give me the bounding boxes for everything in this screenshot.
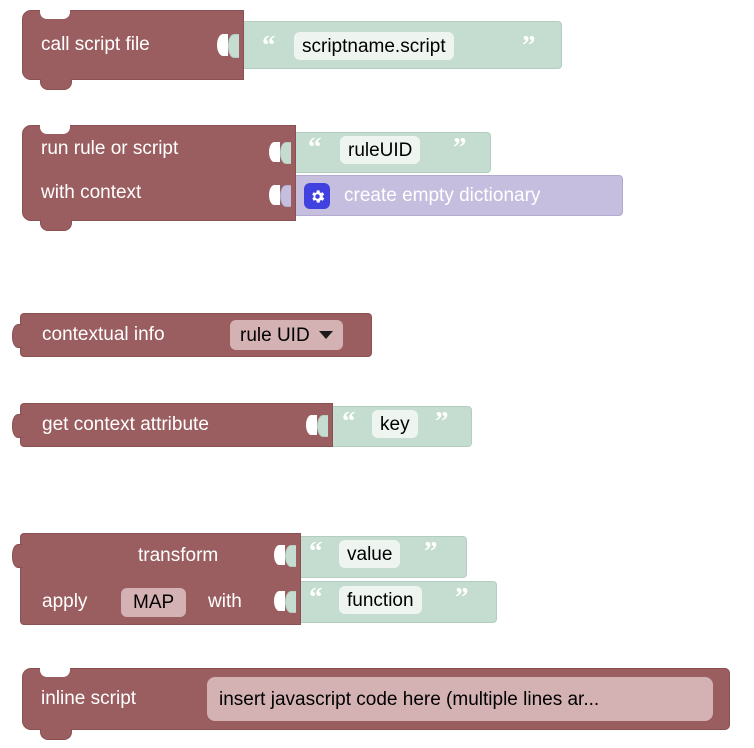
value-plug-tab-row1 [280,142,291,164]
field-key[interactable]: key [372,410,418,438]
value-plug-tab [228,34,239,58]
quote-close-icon: ” [435,406,449,436]
quote-open-icon-row1: “ [309,536,323,566]
quote-close-icon-row2: ” [455,582,469,612]
field-ruleuid[interactable]: ruleUID [340,136,421,164]
dictionary-block-label: create empty dictionary [344,185,541,206]
value-input-socket-row2 [274,591,285,611]
block-label: call script file [41,34,150,55]
gear-icon[interactable] [304,183,330,209]
quote-open-icon-row2: “ [309,582,323,612]
block-label: inline script [41,688,137,709]
value-plug-tab [12,324,23,348]
quote-open-icon-row1: “ [308,132,322,162]
field-value[interactable]: value [339,540,401,568]
block-label: contextual info [42,324,165,345]
block-label-row1: transform [138,545,219,566]
quote-open-icon: “ [262,30,276,60]
quote-close-icon: ” [522,30,536,60]
value-plug-tab [12,414,23,438]
block-get-context-attribute[interactable]: get context attribute “ key ” [12,403,472,447]
value-input-socket [306,415,317,435]
quote-open-icon: “ [342,406,356,436]
block-call-script-file[interactable]: call script file “ scriptname.script ” [22,10,562,90]
chevron-down-icon [318,331,333,339]
block-transform[interactable]: transform apply MAP with “ value ” “ fun… [12,533,497,625]
field-map[interactable]: MAP [121,588,187,617]
dropdown-rule-uid[interactable]: rule UID [230,320,343,350]
dropdown-selected-value: rule UID [240,324,310,346]
value-input-socket-row1 [269,142,280,162]
value-plug-tab-row2 [285,591,296,613]
quote-close-icon-row1: ” [424,536,438,566]
bottom-notch [40,729,72,740]
value-plug-tab-row1 [285,545,296,567]
quote-close-icon-row1: ” [453,132,467,162]
statement-body[interactable] [22,10,244,80]
block-run-rule-or-script[interactable]: run rule or script with context “ ruleUI… [22,125,627,231]
value-plug-tab-row2 [280,185,291,207]
block-label: get context attribute [42,414,209,435]
block-inline-script[interactable]: inline script insert javascript code her… [22,668,730,740]
statement-body[interactable] [22,125,296,221]
block-label-row1: run rule or script [41,138,179,159]
field-scriptname[interactable]: scriptname.script [294,32,454,60]
block-label-row2-pre: apply [42,591,88,612]
top-notch [40,668,70,677]
top-notch [40,125,70,134]
value-input-socket-row1 [274,545,285,565]
value-plug-tab [12,544,23,568]
bottom-notch [40,220,72,231]
block-label-row2: with context [41,182,142,203]
value-input-socket [217,34,228,56]
field-function[interactable]: function [339,586,422,614]
field-inline-script-code[interactable]: insert javascript code here (multiple li… [207,677,713,721]
block-label-row2-post: with [208,591,242,612]
dictionary-block-create-empty[interactable] [288,175,623,216]
value-plug-tab-inner [317,415,328,437]
bottom-notch [40,79,72,90]
value-input-socket-row2 [269,185,280,205]
value-body[interactable] [20,403,333,447]
block-contextual-info[interactable]: contextual info rule UID [12,313,372,357]
top-notch [40,10,70,19]
